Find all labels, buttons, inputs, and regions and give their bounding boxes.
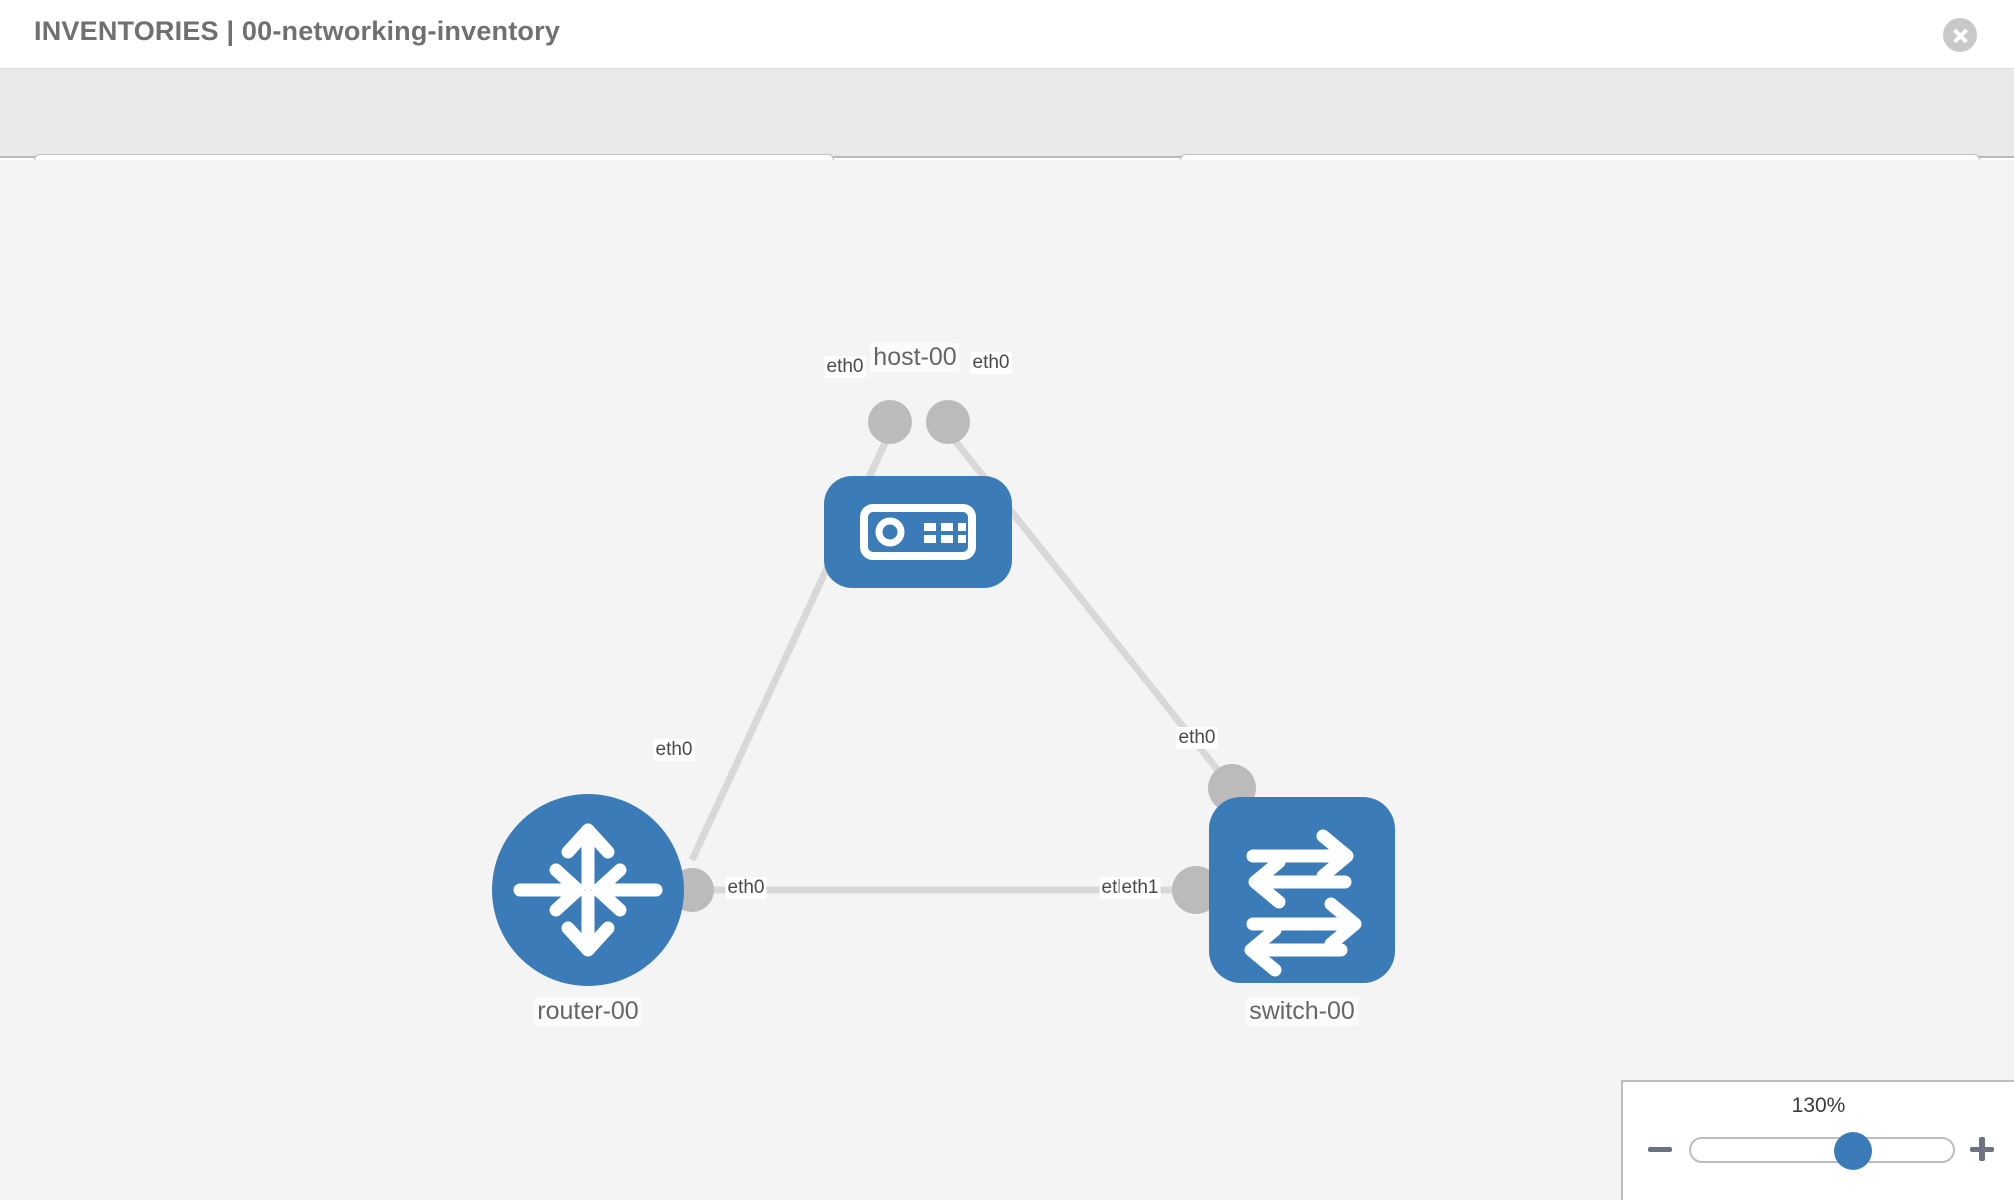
node-switch-00 bbox=[1209, 797, 1395, 983]
zoom-level-value: 130% bbox=[1791, 1094, 1846, 1117]
topology-graph bbox=[492, 400, 1395, 986]
topology-canvas[interactable]: host-00 router-00 switch-00 eth0 eth0 et… bbox=[0, 160, 2014, 1200]
server-icon bbox=[860, 504, 976, 560]
iface-label-router-eth0: eth0 bbox=[725, 877, 767, 899]
port-switch-eth1 bbox=[1172, 866, 1220, 914]
zoom-out-button[interactable] bbox=[1645, 1134, 1675, 1164]
close-icon[interactable] bbox=[1943, 18, 1977, 52]
port-host-eth0-left bbox=[868, 400, 912, 444]
iface-label-host-eth0-left: eth0 bbox=[824, 356, 866, 378]
zoom-control-panel: 130% bbox=[1621, 1080, 2014, 1200]
iface-label-switch-eth1: eth1 bbox=[1119, 877, 1161, 899]
zoom-slider-handle[interactable] bbox=[1834, 1132, 1873, 1170]
node-router-00 bbox=[492, 794, 684, 986]
router-arrows-icon bbox=[513, 823, 663, 957]
iface-label-switch-eth0-up: eth0 bbox=[1176, 727, 1218, 749]
toolbar: ACTIONS SEARCH bbox=[0, 68, 2014, 206]
page-title: INVENTORIES | 00-networking-inventory bbox=[34, 16, 561, 46]
node-label-router: router-00 bbox=[534, 997, 642, 1026]
page-header: INVENTORIES | 00-networking-inventory bbox=[0, 0, 2014, 68]
node-host-00 bbox=[824, 476, 1012, 588]
port-host-eth0-right bbox=[926, 400, 970, 444]
iface-label-router-eth0-up: eth0 bbox=[653, 739, 695, 761]
iface-label-host-eth0-right: eth0 bbox=[970, 352, 1012, 374]
switch-arrows-icon bbox=[1244, 829, 1362, 977]
node-label-host: host-00 bbox=[870, 343, 960, 372]
zoom-slider-track[interactable] bbox=[1689, 1132, 1955, 1170]
node-label-switch: switch-00 bbox=[1246, 997, 1358, 1026]
zoom-in-button[interactable] bbox=[1967, 1134, 1997, 1164]
